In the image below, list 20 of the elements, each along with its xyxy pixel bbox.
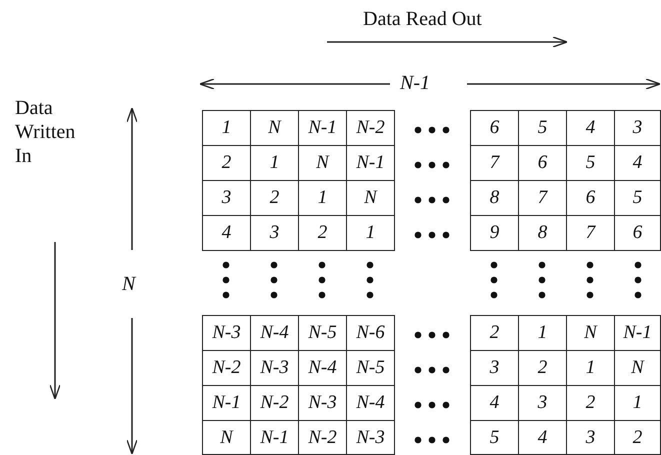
table-cell: N [202, 420, 251, 455]
table-cell: N-2 [346, 110, 395, 146]
table-cell: N-3 [202, 315, 251, 351]
table-cell: 2 [470, 315, 519, 351]
table-cell: 5 [470, 420, 519, 455]
axis-caption: Data Written In [15, 96, 76, 168]
dimension-label: N [122, 273, 136, 295]
table-cell: 6 [470, 110, 519, 146]
table-cell: 2 [614, 420, 661, 455]
dimension-label: N-1 [400, 72, 430, 94]
table-cell: 1 [202, 110, 251, 146]
table-cell: N-6 [346, 315, 395, 351]
table-cell: 6 [614, 215, 661, 251]
table-cell: 3 [614, 110, 661, 146]
axis-caption: Data Read Out [363, 8, 482, 30]
table-cell: 9 [470, 215, 519, 251]
table-cell: N-3 [346, 420, 395, 455]
table-cell: N-1 [614, 315, 661, 351]
table-cell: 4 [202, 215, 251, 251]
table-cell: 1 [346, 215, 395, 251]
